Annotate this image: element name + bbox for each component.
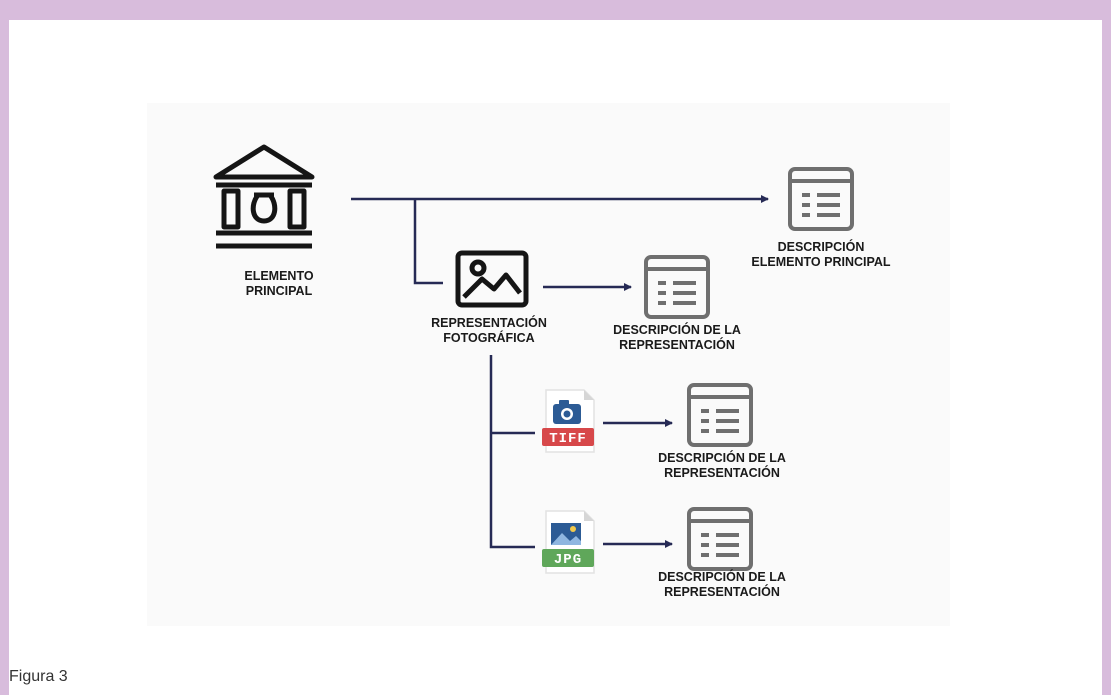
tiff-badge-label: TIFF xyxy=(549,431,587,447)
image-icon xyxy=(455,250,529,308)
diagram-canvas: TIFF JPG xyxy=(213,144,854,574)
tiff-file-icon: TIFF xyxy=(542,389,595,453)
diagram-panel: TIFF JPG ELEMENTO PRINCIPAL DESCRIPCIÓN … xyxy=(147,103,950,626)
document-list-icon-main xyxy=(788,167,854,231)
tiff-description-label: DESCRIPCIÓN DE LA REPRESENTACIÓN xyxy=(658,451,786,480)
branch-photo-to-files xyxy=(489,355,535,549)
jpg-file-icon: JPG xyxy=(542,510,595,574)
connectors xyxy=(351,195,769,549)
figure-caption: Figura 3 xyxy=(9,668,68,685)
camera-icon xyxy=(553,400,581,424)
document-list-icon-photo xyxy=(644,255,710,319)
museum-icon xyxy=(213,144,315,249)
jpg-description-label: DESCRIPCIÓN DE LA REPRESENTACIÓN xyxy=(658,570,786,599)
photo-representation-label: REPRESENTACIÓN FOTOGRÁFICA xyxy=(431,316,547,345)
figure-frame: TIFF JPG ELEMENTO PRINCIPAL DESCRIPCIÓN … xyxy=(9,20,1102,695)
main-description-label: DESCRIPCIÓN ELEMENTO PRINCIPAL xyxy=(751,240,891,269)
picture-icon xyxy=(551,523,581,545)
document-list-icon-tiff xyxy=(687,383,753,447)
branch-main-to-photo xyxy=(413,199,443,285)
document-list-icon-jpg xyxy=(687,507,753,571)
photo-description-label: DESCRIPCIÓN DE LA REPRESENTACIÓN xyxy=(613,323,741,352)
jpg-badge-label: JPG xyxy=(554,552,582,568)
main-element-label: ELEMENTO PRINCIPAL xyxy=(244,269,314,298)
